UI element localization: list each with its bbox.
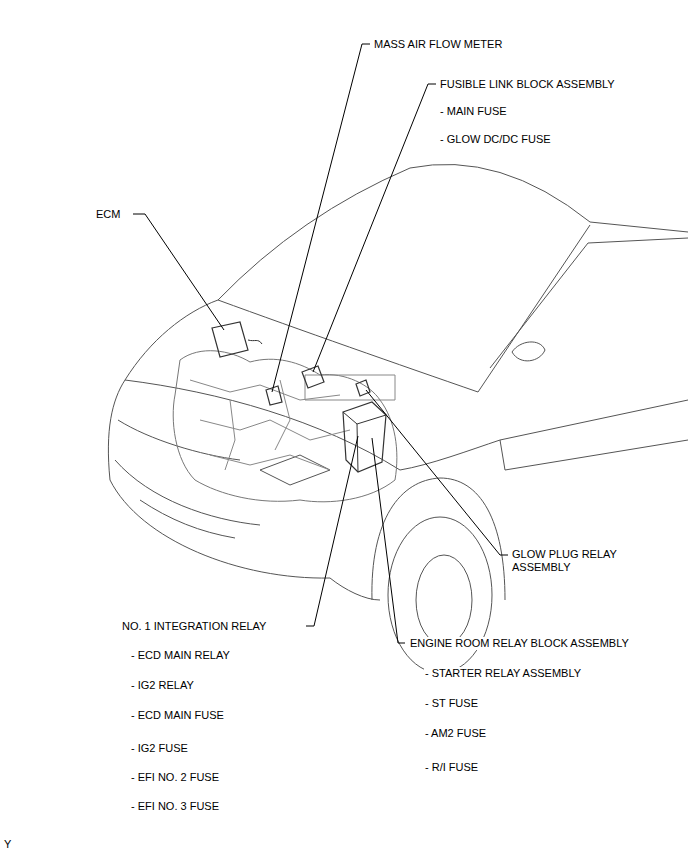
part-label: FUSIBLE LINK BLOCK ASSEMBLY xyxy=(439,78,616,91)
part-label: - ECD MAIN FUSE xyxy=(130,709,225,722)
part-label: - MAIN FUSE xyxy=(439,105,508,118)
part-label: ECM xyxy=(95,208,121,221)
part-label: MASS AIR FLOW METER xyxy=(373,38,503,51)
part-label: Y xyxy=(3,838,12,851)
part-label: - ST FUSE xyxy=(424,697,479,710)
part-label: - GLOW DC/DC FUSE xyxy=(439,133,552,146)
part-label: - IG2 RELAY xyxy=(130,679,195,692)
part-label: GLOW PLUG RELAY ASSEMBLY xyxy=(511,548,638,574)
part-label: - EFI NO. 3 FUSE xyxy=(130,800,220,813)
part-label: - IG2 FUSE xyxy=(130,742,189,755)
part-label: - AM2 FUSE xyxy=(424,727,487,740)
part-label: ENGINE ROOM RELAY BLOCK ASSEMBLY xyxy=(409,637,630,650)
part-label: - ECD MAIN RELAY xyxy=(130,649,231,662)
part-label: - EFI NO. 2 FUSE xyxy=(130,771,220,784)
part-label: - STARTER RELAY ASSEMBLY xyxy=(424,667,582,680)
part-label: - R/I FUSE xyxy=(424,761,479,774)
part-label: NO. 1 INTEGRATION RELAY xyxy=(121,620,267,633)
